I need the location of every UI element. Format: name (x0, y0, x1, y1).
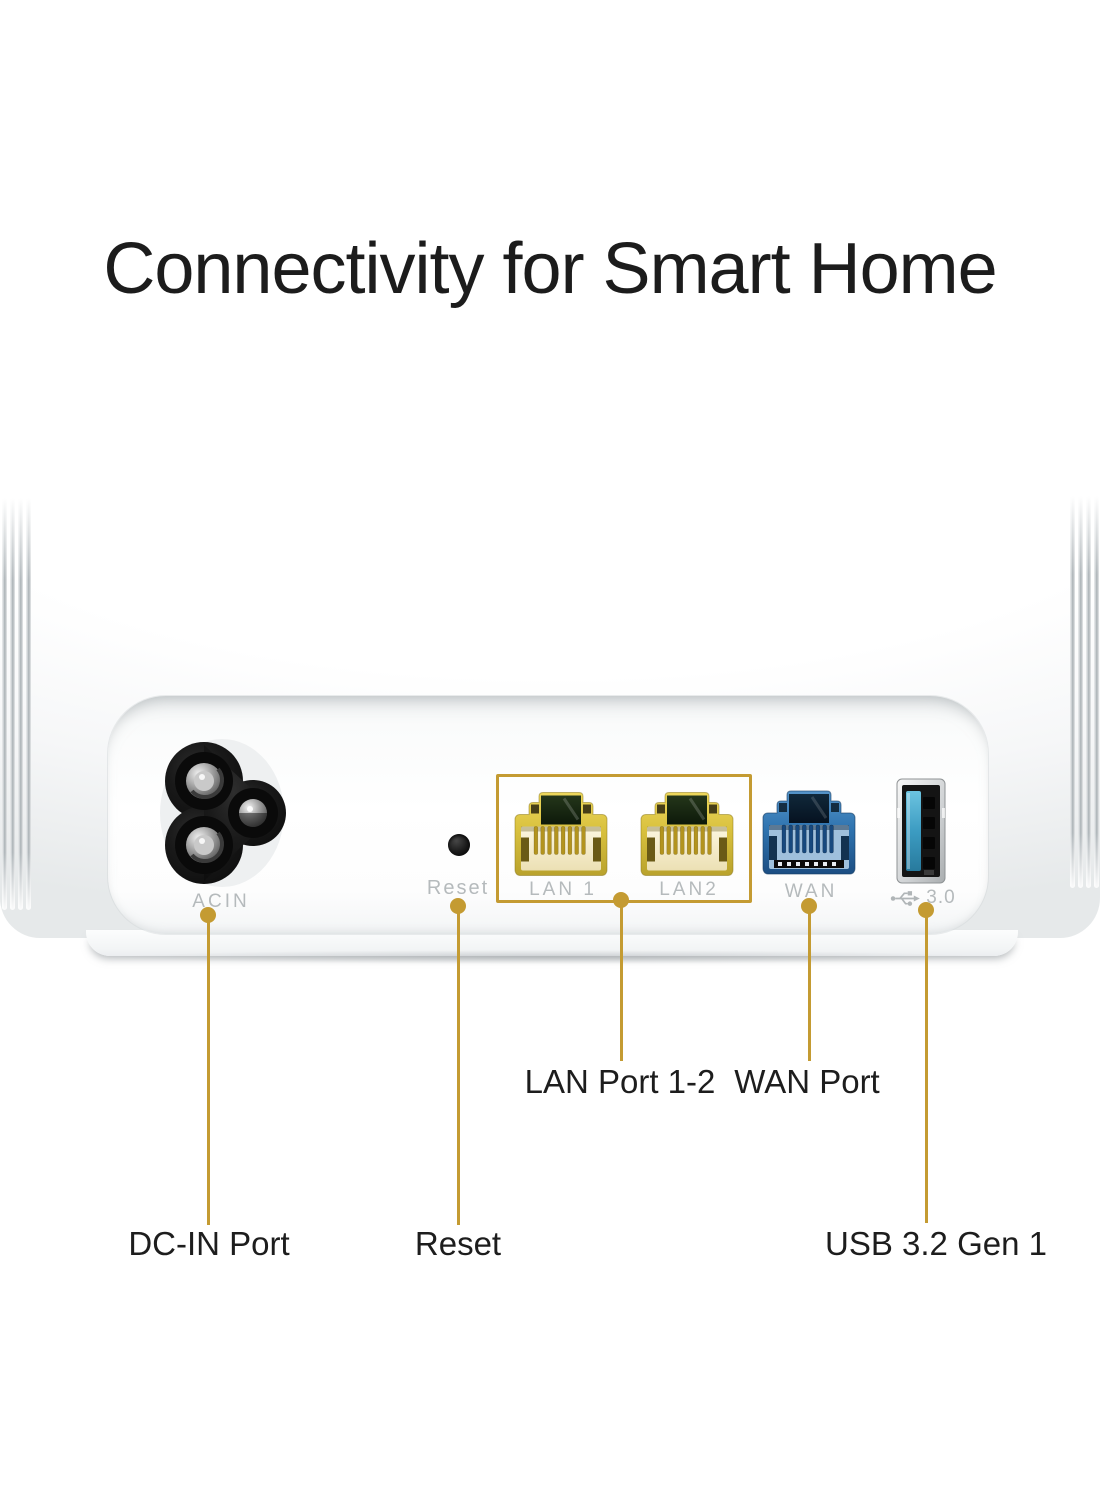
usb-icon (891, 890, 921, 906)
callout-line-reset (457, 906, 460, 1225)
wan-port (762, 790, 856, 875)
callout-line-dcin (207, 915, 210, 1225)
right-vent-ribs (1070, 496, 1100, 888)
callout-line-lan (620, 901, 623, 1061)
page-title: Connectivity for Smart Home (103, 229, 997, 309)
callout-label-reset: Reset (414, 1225, 502, 1262)
callout-line-usb (925, 910, 928, 1223)
lan1-port (514, 792, 608, 876)
callout-dot-lan (613, 892, 629, 908)
usb-caption: 3.0 (884, 887, 962, 909)
callout-dot-dcin (200, 907, 216, 923)
wan-label: WAN (784, 881, 838, 902)
reset-label: Reset (426, 877, 490, 899)
device-base (86, 930, 1018, 956)
callout-dot-reset (450, 898, 466, 914)
ac-in-port (160, 739, 286, 887)
body-top-fade (0, 430, 1100, 560)
callout-label-lan: LAN Port 1-2 (524, 1063, 716, 1100)
ac-in-label: ACIN (192, 891, 250, 912)
lan1-label: LAN 1 (529, 879, 597, 900)
lan2-label: LAN2 (659, 879, 719, 900)
callout-label-dcin: DC-IN Port (128, 1225, 290, 1262)
lan2-port (640, 792, 734, 876)
callout-dot-wan (801, 898, 817, 914)
usb-port (896, 778, 946, 884)
callout-dot-usb (918, 902, 934, 918)
reset-button (448, 834, 470, 856)
callout-line-wan (808, 904, 811, 1061)
usb-version-label: 3.0 (926, 887, 956, 908)
left-vent-ribs (2, 498, 34, 910)
device-shadow (120, 950, 980, 964)
callout-label-usb: USB 3.2 Gen 1 (825, 1225, 1047, 1262)
callout-label-wan: WAN Port (734, 1063, 880, 1100)
